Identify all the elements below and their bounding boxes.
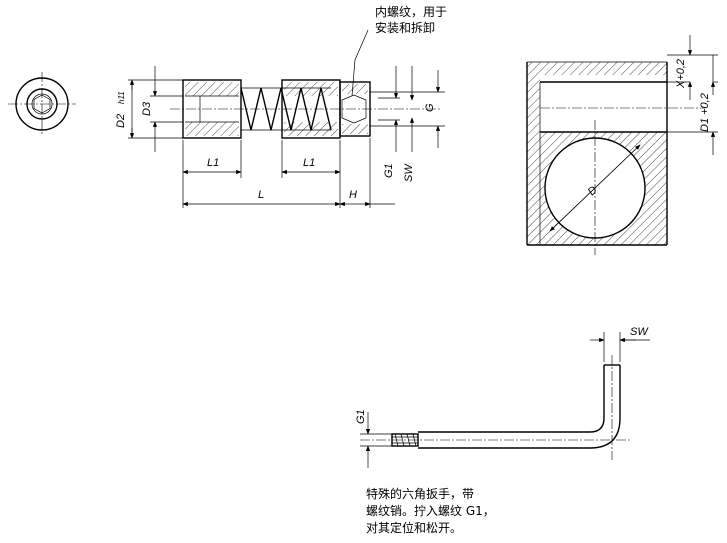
label-L1-right: L1 bbox=[303, 157, 315, 169]
label-G1-key: G1 bbox=[355, 409, 367, 424]
label-G1: G1 bbox=[383, 163, 395, 178]
label-G: G bbox=[424, 103, 436, 112]
label-SW-key: SW bbox=[630, 326, 649, 338]
label-D3: D3 bbox=[141, 101, 153, 116]
thread-note-line-1: 内螺纹，用于 bbox=[375, 5, 448, 19]
label-X: X+0,2 bbox=[675, 59, 687, 89]
end-view bbox=[8, 72, 76, 136]
section-view: D2 h11 D3 G G1 SW L1 L1 bbox=[115, 29, 445, 208]
label-D1: D1 +0,2 bbox=[699, 93, 711, 132]
label-L: L bbox=[258, 189, 264, 201]
label-SW: SW bbox=[403, 163, 415, 182]
wrench-note-line-2: 螺纹销。拧入螺纹 G1， bbox=[366, 504, 495, 518]
label-L1-left: L1 bbox=[207, 157, 219, 169]
label-H: H bbox=[349, 189, 357, 201]
wrench-note-line-1: 特殊的六角扳手，带 bbox=[366, 487, 475, 501]
hex-key-view: SW G1 bbox=[355, 326, 650, 468]
thread-note-line-2: 安装和拆卸 bbox=[375, 21, 436, 35]
wrench-note-line-3: 对其定位和松开。 bbox=[366, 521, 463, 535]
thread-note: 内螺纹，用于 安装和拆卸 bbox=[375, 4, 447, 36]
label-D2-tolerance: h11 bbox=[117, 91, 126, 104]
wrench-note: 特殊的六角扳手，带 螺纹销。拧入螺纹 G1， 对其定位和松开。 bbox=[366, 486, 495, 537]
installation-view: D X+0,2 D1 +0,2 bbox=[526, 35, 718, 255]
label-D2: D2 bbox=[115, 114, 127, 128]
